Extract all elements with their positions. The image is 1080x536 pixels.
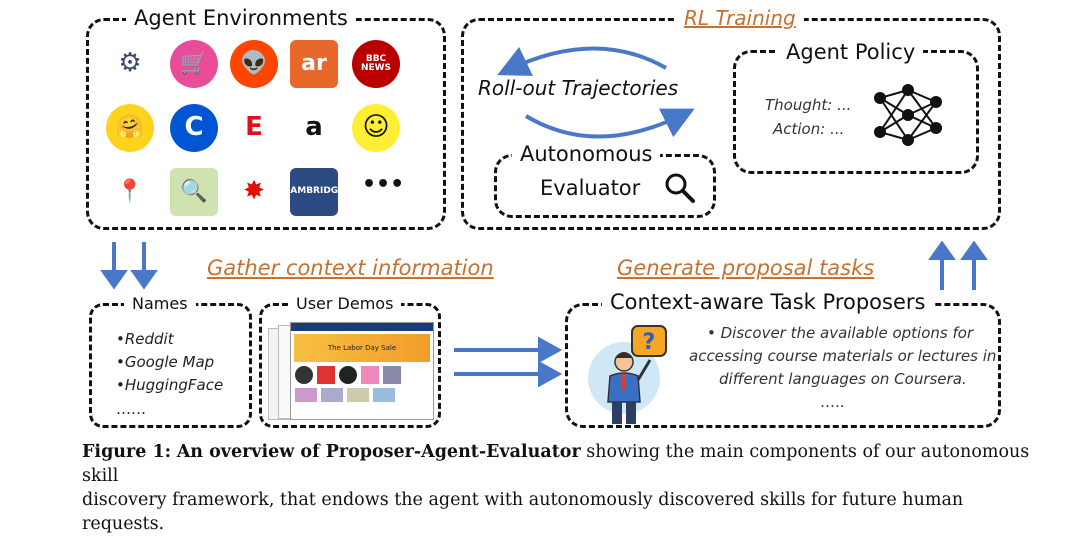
names-item-reddit: •Reddit [116,330,174,348]
rollout-trajectories-label: Roll-out Trajectories [478,76,679,100]
proposal-task-ellipsis: ….. [820,393,845,411]
map-magnifier-icon: 🔍 [170,168,218,216]
names-title: Names [124,292,196,316]
hugging-face-glyph: 🤗 [116,115,144,141]
figure-number: Figure 1: [82,442,172,462]
demo-product-tile [339,366,357,384]
rl-training-title: RL Training [676,6,804,30]
environment-icon-grid: ⚙ 🛒 👽 ar BBC NEWS 🤗 C Ea ☺ 📍 🔍 ✸ CAMBRIDGE [104,40,434,220]
gather-context-label: Gather context information [207,256,494,280]
hugging-face-icon: 🤗 [106,104,154,152]
cambridge-glyph: CAMBRIDGE [290,186,338,197]
thought-label: Thought: ... [765,96,852,114]
demo-product-tile [321,388,343,402]
demo-banner: The Labor Day Sale [294,334,430,362]
caption-line2: discovery framework, that endows the age… [82,490,964,534]
bbc-news-glyph: BBC NEWS [360,53,392,73]
user-demos-title: User Demos [288,292,402,316]
amazon-icon: a [290,104,338,152]
smiley-glyph: ☺ [362,112,390,143]
right-arrows [454,336,562,388]
demo-product-tile [373,388,395,402]
caption-rest-line1: showing the main components of our auton… [82,442,1030,486]
names-item-google-map: •Google Map [116,353,215,371]
wolfram-glyph: ✸ [243,176,265,207]
proposal-task-line2: accessing course materials or lectures i… [689,347,997,365]
rollout-cycle-arrows [497,46,695,139]
google-maps-icon: 📍 [106,168,154,216]
network-graph-icon: ⚙ [106,40,154,88]
demo-banner-text: The Labor Day Sale [327,344,397,352]
airbnb-ar-icon: ar [290,40,338,88]
network-graph-glyph: ⚙ [118,48,142,79]
names-item-ellipsis: …… [116,400,146,418]
bbc-news-icon: BBC NEWS [352,40,400,88]
neural-network-icon [874,84,942,146]
action-label: Action: ... [773,120,845,138]
evaluator-line2: Evaluator [540,176,641,200]
shopping-cart-glyph: 🛒 [180,51,208,77]
demo-product-tile [317,366,335,384]
more-environments-ellipsis: ••• [362,172,405,197]
generate-tasks-label: Generate proposal tasks [617,256,875,280]
demo-product-tile [361,366,379,384]
demo-screenshot-front: The Labor Day Sale [290,322,434,420]
evaluator-line1: Autonomous [512,142,661,166]
svg-text:?: ? [643,330,656,355]
demo-product-tile [383,366,401,384]
up-arrows [928,240,988,290]
google-maps-glyph: 📍 [116,179,144,205]
proposal-task-line1: • Discover the available options for [707,324,974,342]
agent-environments-title: Agent Environments [126,6,356,30]
coursera-icon: C [170,104,218,152]
demo-product-row [295,366,429,384]
person-question-icon: ? [588,325,667,424]
demo-product-tile [347,388,369,402]
espn-glyph: E [245,112,263,143]
cambridge-icon: CAMBRIDGE [290,168,338,216]
demo-product-tile [295,388,317,402]
magnifier-icon [665,173,695,203]
figure-title: An overview of Proposer-Agent-Evaluator [176,442,581,462]
task-proposers-title: Context-aware Task Proposers [602,290,934,314]
demo-product-row [295,388,429,402]
reddit-icon: 👽 [230,40,278,88]
espn-icon: E [230,104,278,152]
reddit-glyph: 👽 [240,51,268,77]
shopping-cart-icon: 🛒 [170,40,218,88]
coursera-glyph: C [184,112,204,143]
proposal-task-line3: different languages on Coursera. [719,370,967,388]
airbnb-ar-glyph: ar [301,51,327,77]
map-magnifier-glyph: 🔍 [180,179,208,205]
wolfram-icon: ✸ [230,168,278,216]
names-item-huggingface: •HuggingFace [116,376,224,394]
demo-product-tile [295,366,313,384]
agent-policy-title: Agent Policy [778,40,924,64]
demo-screenshot-stack: The Labor Day Sale [268,322,434,422]
down-arrows [100,242,158,290]
amazon-glyph: a [305,112,323,143]
smiley-icon: ☺ [352,104,400,152]
figure-caption: Figure 1: An overview of Proposer-Agent-… [82,440,1042,536]
demo-header-bar [291,323,433,331]
